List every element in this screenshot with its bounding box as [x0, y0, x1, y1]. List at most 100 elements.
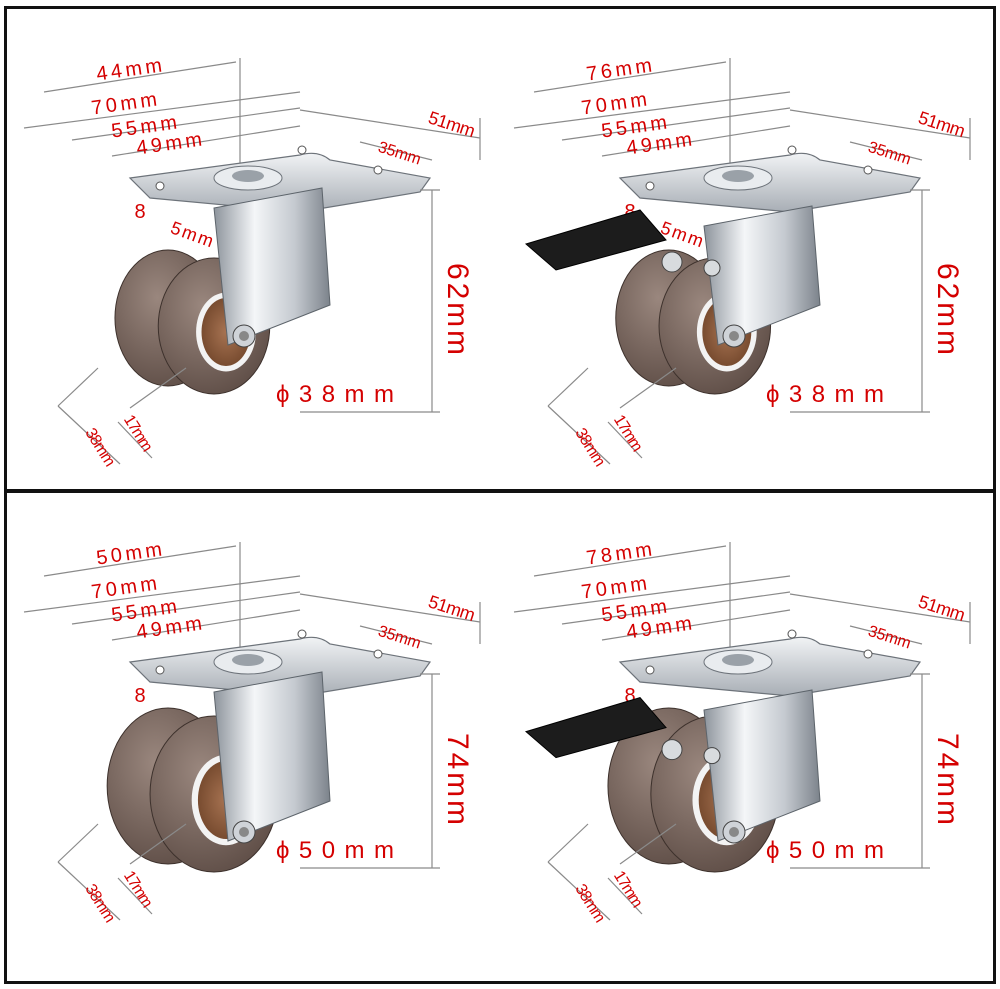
brake-rivet: [703, 259, 721, 277]
fork-leg: [213, 187, 331, 346]
dim-plate-width: 51mm: [916, 591, 968, 625]
brake-rivet: [703, 747, 721, 765]
dimension-line: [117, 877, 153, 915]
fork: [703, 205, 821, 348]
dimension-line: [57, 367, 99, 407]
dimension-line: [607, 877, 643, 915]
dimension-line: [547, 861, 611, 921]
dimension-line: [43, 545, 237, 577]
dim-hole-a: 8: [134, 685, 145, 707]
dimension-line: [129, 367, 187, 409]
dimension-line: [619, 823, 677, 865]
dim-wheel-width: 38mm: [571, 425, 608, 470]
fork: [703, 689, 821, 844]
dim-hole-spacing-short: 35mm: [376, 623, 423, 653]
kingpin: [232, 170, 264, 182]
brake-pad: [524, 209, 667, 271]
dimension-line: [789, 109, 971, 139]
dimension-line: [71, 107, 301, 141]
axle-bolt: [239, 827, 249, 837]
mount-hole: [787, 629, 797, 639]
dimension-line: [299, 109, 481, 139]
dim-single-wheel-width: 17mm: [610, 868, 646, 911]
caster-brake-50: 78mm70mm55mm49mm51mm35mm85mm74mmϕ50mm38m…: [513, 539, 971, 926]
dimension-line: [619, 367, 677, 409]
dim-single-wheel-width: 17mm: [610, 412, 646, 455]
dimension-line: [57, 823, 99, 863]
dim-height: 62mm: [931, 263, 964, 355]
dim-top-outer: 76mm: [585, 55, 653, 86]
dimension-line: [513, 575, 791, 613]
dimension-line: [789, 593, 971, 623]
mount-hole: [155, 665, 165, 675]
fork: [213, 187, 331, 348]
dim-wheel-width: 38mm: [81, 881, 118, 926]
dimension-line: [129, 823, 187, 865]
dim-wheel-diameter: ϕ38mm: [766, 381, 884, 408]
brake-pad: [524, 697, 667, 759]
dim-wheel-diameter: ϕ38mm: [276, 381, 394, 408]
fork-leg: [703, 689, 821, 842]
mount-hole: [297, 629, 307, 639]
dimension-line: [607, 421, 643, 459]
dim-plate-width: 51mm: [426, 107, 478, 141]
dim-hole-spacing-short: 35mm: [866, 623, 913, 653]
dim-hole-spacing-short: 35mm: [866, 139, 913, 169]
brake-pedal: [524, 697, 721, 765]
dim-plate-width: 51mm: [426, 591, 478, 625]
mount-hole: [373, 649, 383, 659]
dimension-line: [299, 593, 481, 623]
dimension-line: [23, 91, 301, 129]
dim-hole-spacing-short: 35mm: [376, 139, 423, 169]
brake-rivet: [661, 251, 683, 273]
kingpin: [232, 654, 264, 666]
dimension-line: [513, 91, 791, 129]
dim-hole-a: 8: [624, 685, 635, 707]
dim-wheel-width: 38mm: [571, 881, 608, 926]
mount-hole: [155, 181, 165, 191]
fork-leg: [213, 671, 331, 842]
dimension-line: [57, 861, 121, 921]
kingpin: [722, 170, 754, 182]
dimension-line: [849, 625, 923, 645]
mount-hole: [645, 665, 655, 675]
dimension-line: [533, 61, 727, 93]
dim-hole-b: 5mm: [658, 217, 706, 251]
dim-hole-a: 8: [624, 201, 635, 223]
dimension-line: [849, 141, 923, 161]
brake-rivet: [661, 739, 683, 761]
fork-leg: [703, 205, 821, 346]
dim-hole-a: 8: [134, 201, 145, 223]
dimension-line: [601, 125, 791, 157]
dimension-line: [601, 609, 791, 641]
axle-bolt: [239, 331, 249, 341]
dimension-line: [561, 591, 791, 625]
dimension-line: [23, 575, 301, 613]
dim-hole-b: 5mm: [168, 217, 216, 251]
dim-top-outer: 50mm: [95, 539, 163, 570]
mounting-plate: [618, 145, 922, 213]
dimension-line: [547, 823, 589, 863]
dimension-line: [117, 421, 153, 459]
mounting-plate: [618, 629, 922, 697]
dimension-line: [359, 141, 433, 161]
dimension-line: [561, 107, 791, 141]
dim-single-wheel-width: 17mm: [120, 868, 156, 911]
dimension-line: [71, 591, 301, 625]
dimension-line: [57, 405, 121, 465]
mount-hole: [297, 145, 307, 155]
dim-top-outer: 78mm: [585, 539, 653, 570]
dimension-line: [547, 367, 589, 407]
dimension-line: [111, 609, 301, 641]
mount-hole: [373, 165, 383, 175]
caster-swivel-38: 44mm70mm55mm49mm51mm35mm85mm62mmϕ38mm38m…: [23, 55, 481, 470]
dim-wheel-diameter: ϕ50mm: [276, 837, 394, 864]
dimension-line: [111, 125, 301, 157]
dimension-line: [533, 545, 727, 577]
axle-bolt: [729, 331, 739, 341]
dim-wheel-diameter: ϕ50mm: [766, 837, 884, 864]
mount-hole: [863, 649, 873, 659]
dim-wheel-width: 38mm: [81, 425, 118, 470]
